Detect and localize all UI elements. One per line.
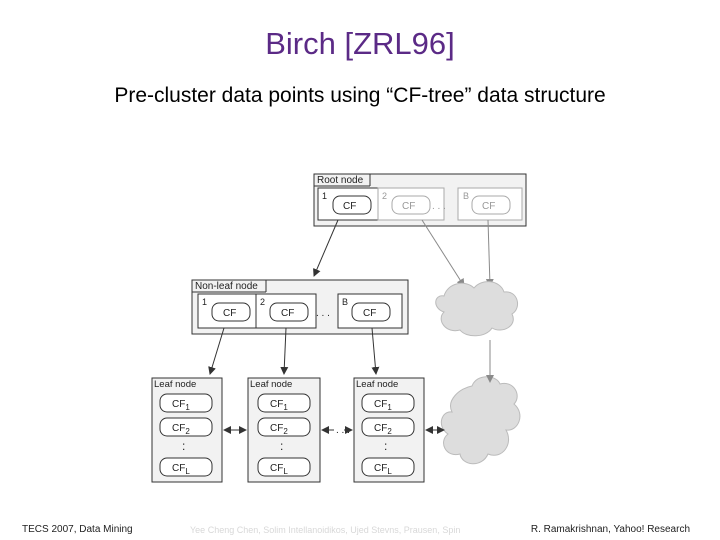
root-node: Root node 1 CF 2 CF . . . B CF xyxy=(313,173,527,227)
root-to-cloud-arrow-2 xyxy=(485,219,494,287)
nonleaf-to-leaf2-arrow xyxy=(280,327,289,375)
leaf-node-3: Leaf node CF1 CF2 : CFL xyxy=(353,377,425,483)
leaf-ellipsis: . . . xyxy=(336,425,350,436)
root-entry-2-index: 2 xyxy=(382,191,387,201)
slide-subtitle: Pre-cluster data points using “CF-tree” … xyxy=(114,84,606,107)
leaf-1-vdots: : xyxy=(182,439,185,453)
leaf-3-cf-2: CF2 xyxy=(374,423,392,436)
root-entry-2-cf: CF xyxy=(402,201,415,212)
leaf-2-vdots: : xyxy=(280,439,283,453)
leaf-node-1: Leaf node CF1 CF2 : CFL xyxy=(151,377,223,483)
nonleaf-entry-b-cf: CF xyxy=(363,308,376,319)
nonleaf-ellipsis: . . . xyxy=(316,308,330,319)
leaf-2-label: Leaf node xyxy=(250,379,292,390)
nonleaf-entry-1-cf: CF xyxy=(223,308,236,319)
root-entry-b-cf: CF xyxy=(482,201,495,212)
subtree-cloud-upper xyxy=(435,281,519,337)
leaf-node-2: Leaf node CF1 CF2 : CFL xyxy=(247,377,321,483)
leaf-1-label: Leaf node xyxy=(154,379,196,390)
leaf-3-vdots: : xyxy=(384,439,387,453)
root-entry-1-cf: CF xyxy=(343,201,356,212)
root-node-label: Root node xyxy=(317,175,364,186)
root-to-nonleaf-arrow xyxy=(313,219,339,277)
leaf-1-cf-1: CF1 xyxy=(172,399,190,412)
nonleaf-entry-2-cf: CF xyxy=(281,308,294,319)
leaf-1-cf-l: CFL xyxy=(172,463,190,476)
root-entry-1-index: 1 xyxy=(322,191,327,201)
slide-title: Birch [ZRL96] xyxy=(265,26,455,61)
leaf-1-cf-2: CF2 xyxy=(172,423,190,436)
leaf-3-label: Leaf node xyxy=(356,379,398,390)
cf-tree-diagram: Root node 1 CF 2 CF . . . B CF Non-leaf … xyxy=(148,168,534,484)
cf-tree-svg: Root node 1 CF 2 CF . . . B CF Non-leaf … xyxy=(151,173,527,483)
nonleaf-entry-2-index: 2 xyxy=(260,297,265,307)
footer-right: R. Ramakrishnan, Yahoo! Research xyxy=(530,524,690,535)
root-entry-b-index: B xyxy=(463,191,469,201)
nonleaf-entry-b-index: B xyxy=(342,297,348,307)
subtree-cloud-lower xyxy=(440,376,521,465)
leaf-3-cf-1: CF1 xyxy=(374,399,392,412)
leaf-2-cf-2: CF2 xyxy=(270,423,288,436)
nonleaf-entry-1-index: 1 xyxy=(202,297,207,307)
nonleaf-to-leaf3-arrow xyxy=(371,327,380,375)
footer-left: TECS 2007, Data Mining xyxy=(22,524,133,535)
leaf-3-cf-l: CFL xyxy=(374,463,392,476)
root-to-cloud-arrow xyxy=(421,219,465,287)
nonleaf-node: Non-leaf node 1 CF 2 CF . . . B CF xyxy=(191,279,409,335)
nonleaf-to-leaf1-arrow xyxy=(208,327,225,375)
root-ellipsis: . . . xyxy=(432,201,446,212)
leaf-2-cf-l: CFL xyxy=(270,463,288,476)
nonleaf-node-label: Non-leaf node xyxy=(195,281,258,292)
footer-middle: Yee Cheng Chen, Solim Intellanoidikos, U… xyxy=(190,525,461,535)
leaf-2-cf-1: CF1 xyxy=(270,399,288,412)
